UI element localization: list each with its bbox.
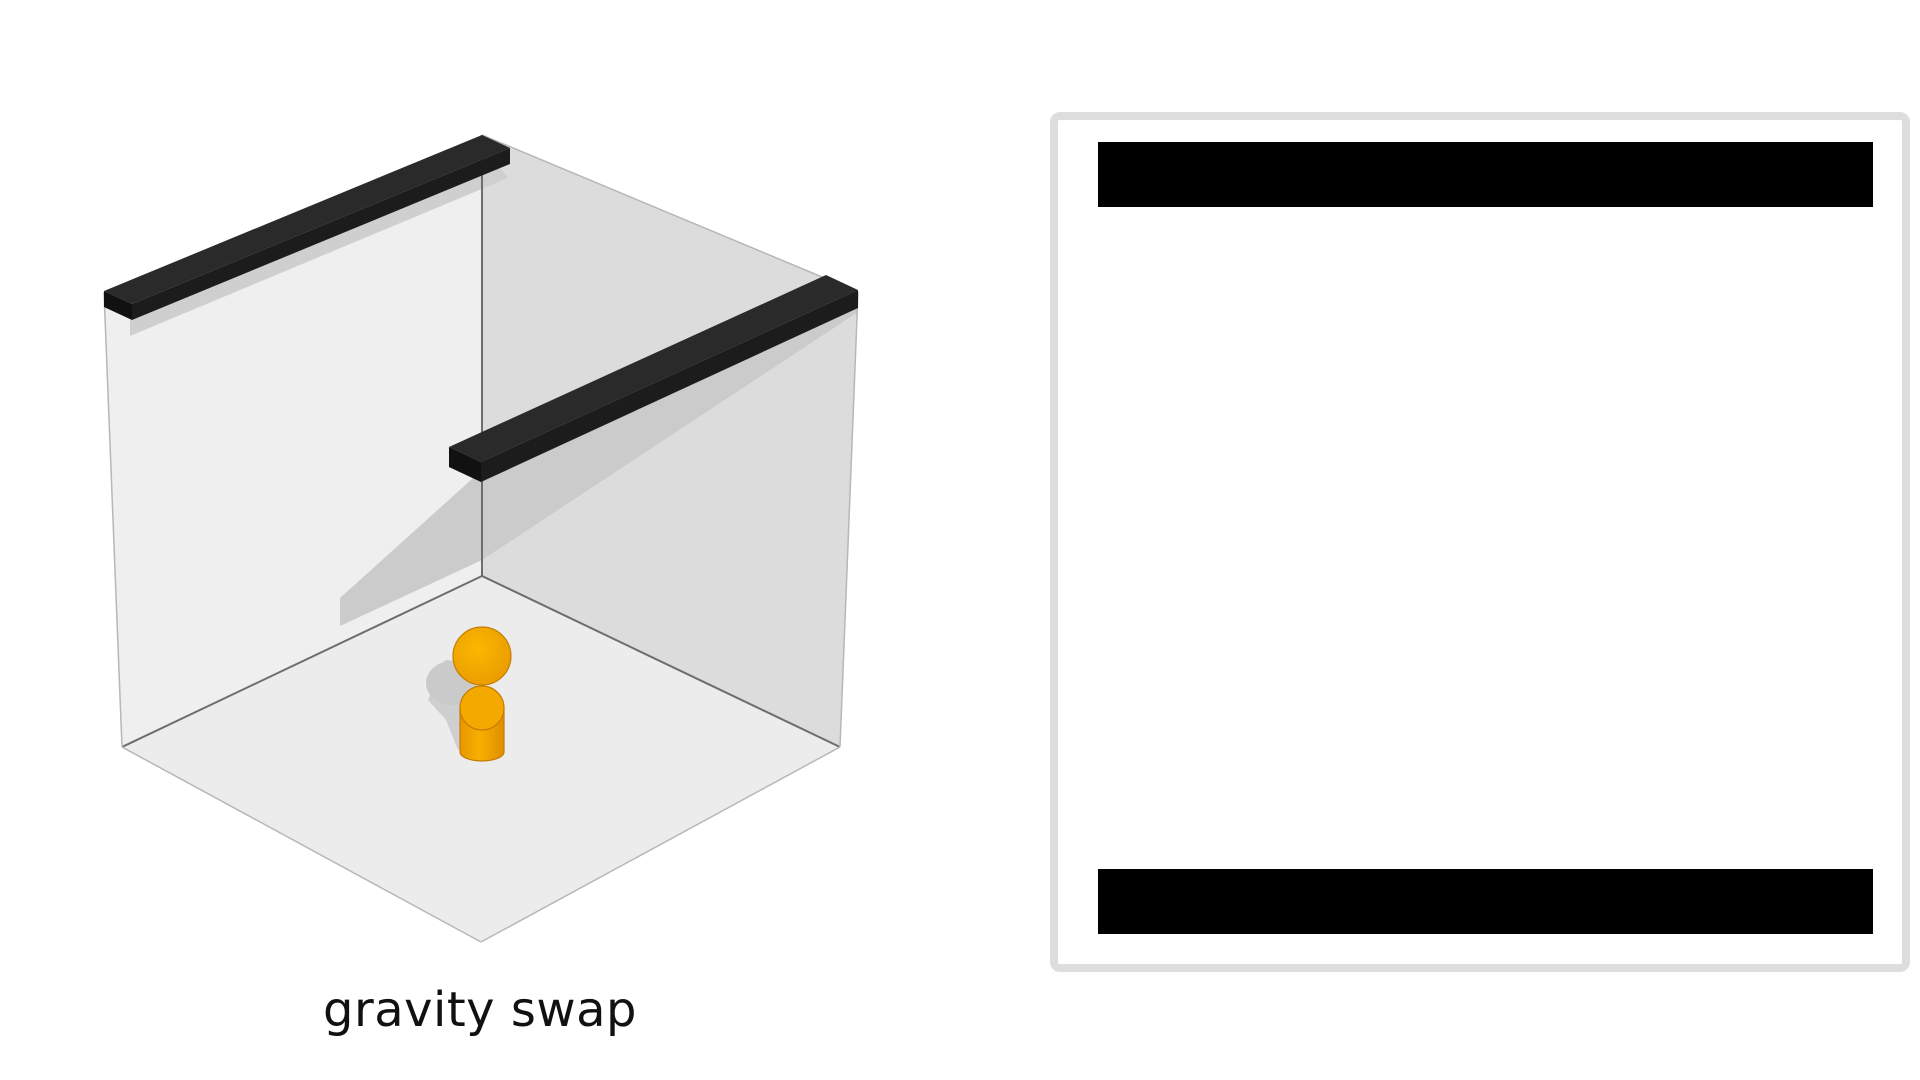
- room-edge: [481, 575, 841, 748]
- bottom-bar: [1098, 869, 1873, 934]
- room-edge: [121, 575, 483, 748]
- wall-bar-right: [449, 275, 858, 482]
- player-figure: [452, 626, 512, 762]
- room-edge: [480, 746, 841, 943]
- side-view-panel: [1050, 112, 1910, 972]
- isometric-room-scene: [103, 134, 859, 943]
- wall-bar-left: [104, 135, 510, 320]
- bar-shadow-right-wall: [340, 300, 858, 626]
- level-title: gravity swap: [323, 982, 637, 1038]
- bar-shadow-left-wall: [130, 168, 508, 336]
- room-edge: [839, 291, 859, 748]
- room-edge: [481, 134, 859, 293]
- room-edge: [121, 746, 482, 943]
- top-bar: [1098, 142, 1873, 207]
- room-edge: [103, 291, 123, 748]
- right-wall: [482, 135, 858, 747]
